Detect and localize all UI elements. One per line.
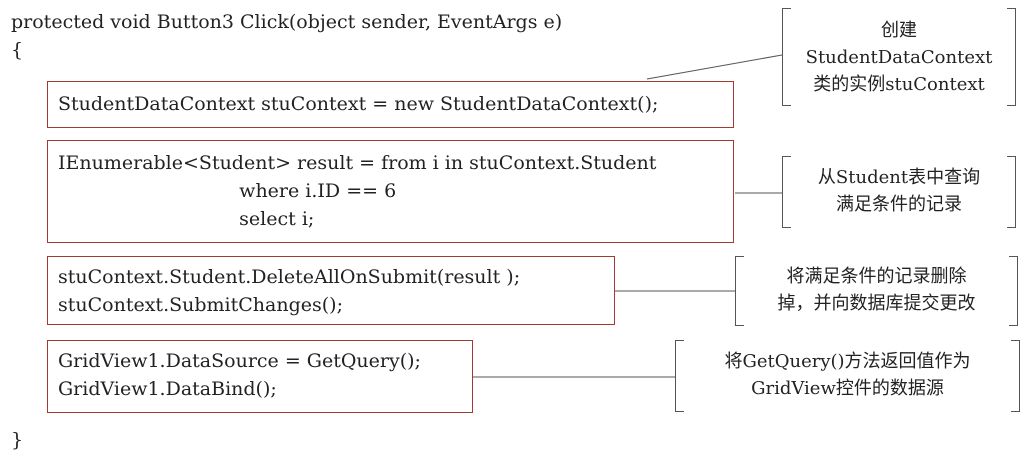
bracket-left	[782, 156, 791, 228]
note-line: 将GetQuery()方法返回值作为	[724, 351, 971, 372]
code-line: GridView1.DataBind();	[58, 378, 277, 400]
bracket-right	[1007, 8, 1016, 106]
code-line: GridView1.DataSource = GetQuery();	[58, 350, 421, 372]
note-line: 满足条件的记录	[836, 194, 962, 215]
connector-note1	[646, 54, 783, 80]
note-query-records: 从Student表中查询 满足条件的记录	[782, 156, 1016, 228]
bracket-right	[1011, 340, 1020, 412]
note-gridview-datasource: 将GetQuery()方法返回值作为 GridView控件的数据源	[675, 340, 1020, 412]
code-line: select i;	[58, 208, 315, 230]
code-line: IEnumerable<Student> result = from i in …	[58, 152, 657, 174]
note-line: 创建	[881, 20, 917, 41]
note-line: GridView控件的数据源	[751, 378, 944, 399]
code-line: stuContext.SubmitChanges();	[58, 294, 343, 316]
note-delete-records: 将满足条件的记录删除 掉，并向数据库提交更改	[735, 256, 1018, 326]
note-line: 类的实例stuContext	[813, 74, 985, 95]
bracket-right	[1007, 156, 1016, 228]
code-block-create-context: StudentDataContext stuContext = new Stud…	[47, 81, 734, 128]
note-line: 从Student表中查询	[817, 167, 981, 188]
code-block-delete-submit: stuContext.Student.DeleteAllOnSubmit(res…	[47, 256, 615, 325]
code-block-gridview-bind: GridView1.DataSource = GetQuery(); GridV…	[47, 340, 473, 413]
open-brace: {	[11, 39, 24, 61]
code-line: stuContext.Student.DeleteAllOnSubmit(res…	[58, 266, 521, 288]
bracket-left	[782, 8, 791, 106]
code-line: where i.ID == 6	[58, 180, 397, 202]
bracket-right	[1009, 256, 1018, 326]
note-create-instance: 创建 StudentDataContext 类的实例stuContext	[782, 8, 1016, 106]
bracket-left	[735, 256, 744, 326]
note-line: StudentDataContext	[805, 47, 993, 68]
note-line: 将满足条件的记录删除	[786, 266, 967, 287]
method-signature: protected void Button3 Click(object send…	[11, 11, 563, 33]
close-brace: }	[11, 429, 24, 451]
note-line: 掉，并向数据库提交更改	[777, 293, 976, 314]
bracket-left	[675, 340, 684, 412]
code-line: StudentDataContext stuContext = new Stud…	[58, 93, 659, 115]
code-block-query: IEnumerable<Student> result = from i in …	[47, 140, 734, 243]
